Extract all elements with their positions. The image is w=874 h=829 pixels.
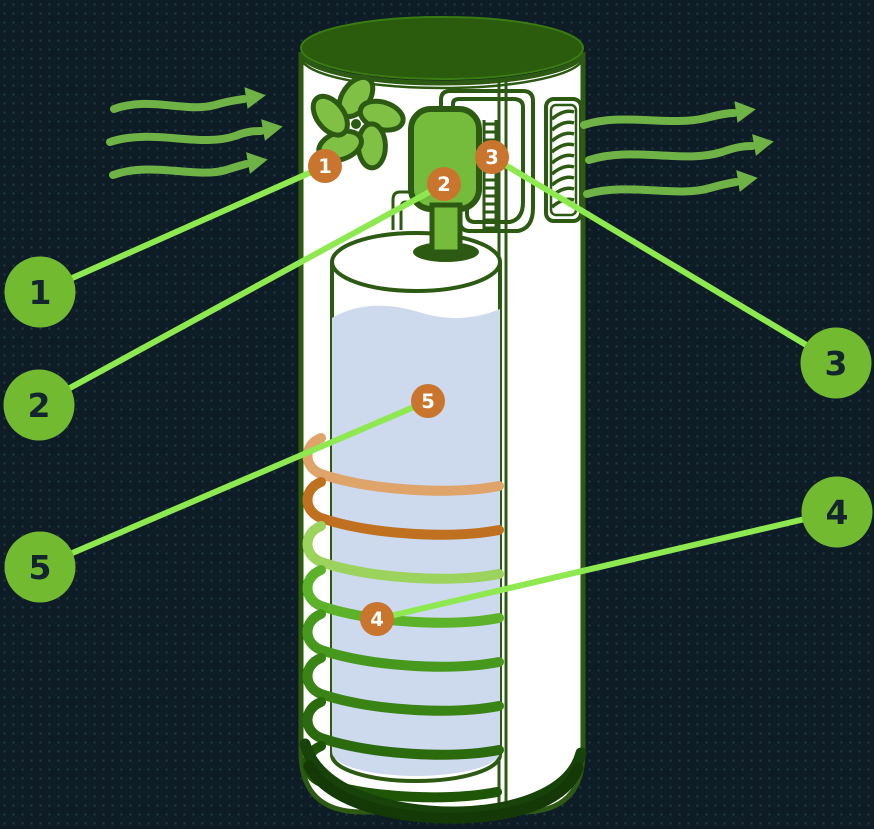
callout-label-1: 1	[29, 273, 52, 312]
heat-pump-unit	[298, 16, 587, 824]
callout-badges	[308, 140, 509, 636]
callout-label-3: 3	[825, 344, 848, 383]
compressor-stem	[429, 202, 463, 255]
coil-ring	[302, 521, 504, 584]
airflow-arrow-icon	[110, 95, 248, 113]
airflow-out-arrows	[580, 109, 756, 198]
callout-label-5: 5	[29, 548, 52, 587]
badge-label-5: 5	[421, 390, 435, 413]
fan-hub	[351, 119, 361, 129]
coil-ring	[302, 565, 504, 628]
callout-badge-2	[427, 167, 461, 201]
callout-label-2: 2	[28, 386, 51, 425]
coil-bottom-ring	[299, 738, 587, 818]
callout-circles	[3, 256, 873, 603]
callout-connector-4	[374, 516, 808, 622]
airflow-arrow-icon	[585, 142, 756, 164]
airflow-in-arrowheads	[244, 87, 283, 174]
badge-label-3: 3	[485, 146, 499, 169]
callout-badge-1	[308, 149, 342, 183]
airflow-in-arrows	[106, 95, 265, 179]
heating-coil	[299, 433, 587, 824]
coil-ring	[302, 697, 504, 760]
callout-circle-5	[4, 531, 76, 603]
airflow-arrow-icon	[106, 127, 265, 146]
callout-badge-5	[411, 384, 445, 418]
badge-label-1: 1	[318, 155, 332, 178]
callout-connector-5	[67, 398, 431, 557]
callout-circle-4	[801, 476, 873, 548]
callout-badge-3	[475, 140, 509, 174]
callout-circle-2	[3, 369, 75, 441]
badge-label-2: 2	[437, 173, 451, 196]
coil-ring	[302, 653, 504, 716]
arrowhead-icon	[261, 119, 283, 141]
callout-circle-1	[4, 256, 76, 328]
callout-badge-4	[360, 602, 394, 636]
arrowhead-icon	[736, 170, 758, 192]
callout-circle-3	[800, 327, 872, 399]
airflow-out-arrowheads	[734, 101, 774, 192]
arrowhead-icon	[734, 101, 756, 123]
callout-circle-numbers: 1 2 3 4 5	[28, 273, 849, 587]
airflow-arrow-icon	[583, 178, 740, 198]
callout-connectors	[65, 154, 811, 622]
callout-label-4: 4	[826, 493, 849, 532]
callout-connector-2	[65, 181, 447, 392]
airflow-arrow-icon	[109, 160, 250, 179]
tank-top	[330, 231, 502, 293]
arrowhead-icon	[246, 152, 268, 174]
arrowhead-icon	[752, 134, 774, 156]
callout-badge-numbers: 1 2 3 4 5	[318, 146, 499, 631]
arrowhead-icon	[244, 87, 266, 109]
coil-ring	[302, 477, 504, 540]
callout-connector-3	[489, 154, 811, 349]
vent-louver	[544, 97, 583, 223]
callout-connector-1	[67, 163, 328, 282]
badge-label-4: 4	[370, 608, 384, 631]
coil-ring	[302, 609, 504, 672]
top-cap	[300, 16, 584, 80]
airflow-arrow-icon	[580, 109, 738, 129]
coil-bottom-ring	[303, 760, 584, 824]
